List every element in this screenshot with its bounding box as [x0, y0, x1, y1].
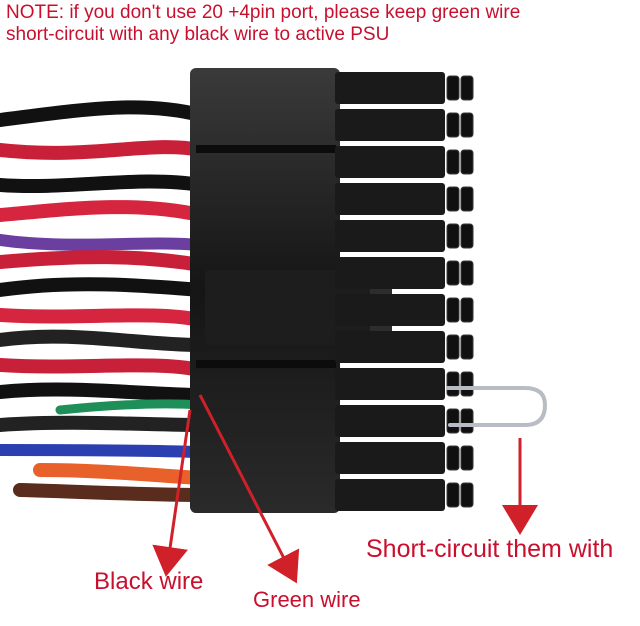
- pin-row: [335, 368, 445, 400]
- green-wire-label: Green wire: [253, 587, 361, 612]
- paperclip-jumper: [446, 386, 548, 427]
- pin-hole: [460, 149, 474, 175]
- pin-row: [335, 442, 445, 474]
- pin-hole: [460, 482, 474, 508]
- pin-hole: [446, 186, 460, 212]
- pin-hole: [460, 297, 474, 323]
- note-line-1: NOTE: if you don't use 20 +4pin port, pl…: [6, 2, 521, 23]
- annotation-arrows: [152, 394, 538, 584]
- pin-row: [335, 479, 445, 511]
- pin-hole: [446, 445, 460, 471]
- pin-hole: [460, 223, 474, 249]
- pin-hole: [446, 112, 460, 138]
- pin-row: [335, 294, 445, 326]
- pin-hole: [446, 334, 460, 360]
- pin-row: [335, 183, 445, 215]
- pin-hole: [460, 408, 474, 434]
- black-wire-label: Black wire: [94, 568, 204, 595]
- pin-hole: [446, 408, 460, 434]
- pin-hole: [446, 149, 460, 175]
- pin-hole: [446, 297, 460, 323]
- pin-hole: [460, 371, 474, 397]
- pin-hole: [446, 223, 460, 249]
- pin-row: [335, 220, 445, 252]
- pin-row: [335, 109, 445, 141]
- pin-row: [335, 146, 445, 178]
- pin-hole: [446, 371, 460, 397]
- pin-hole: [460, 334, 474, 360]
- note-line-2: short-circuit with any black wire to act…: [6, 24, 390, 45]
- pin-hole: [446, 482, 460, 508]
- pin-row: [335, 257, 445, 289]
- pin-hole: [460, 186, 474, 212]
- pin-row: [335, 331, 445, 363]
- pin-hole: [460, 260, 474, 286]
- pin-hole: [446, 260, 460, 286]
- atx-24pin-connector: [190, 68, 392, 513]
- pin-slots: [335, 72, 474, 511]
- pin-row: [335, 72, 445, 104]
- pin-hole: [460, 75, 474, 101]
- pin-row: [335, 405, 445, 437]
- short-circuit-label: Short-circuit them with: [366, 535, 614, 563]
- pin-hole: [446, 75, 460, 101]
- pin-hole: [460, 445, 474, 471]
- wire-bundle: [0, 100, 207, 502]
- pin-hole: [460, 112, 474, 138]
